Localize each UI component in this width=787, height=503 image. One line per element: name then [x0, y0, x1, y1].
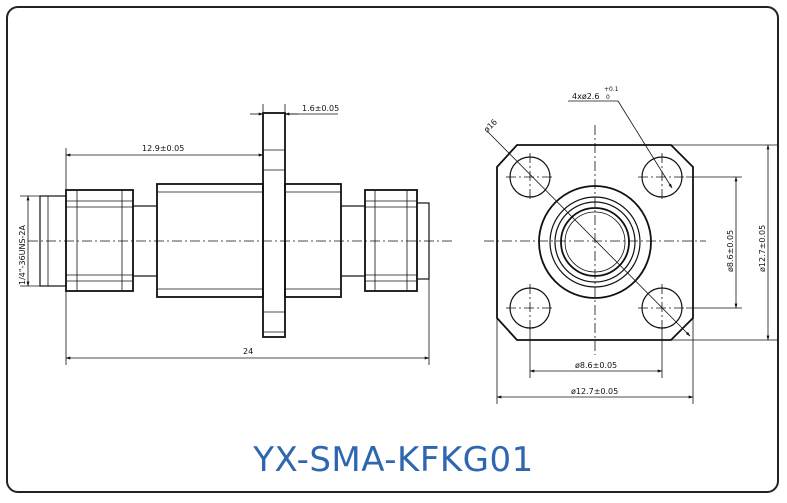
- bore-label: ø16: [482, 117, 499, 134]
- hole-spec-label: 4xø2.6: [572, 92, 599, 101]
- hole-tol-upper: +0.1: [604, 86, 619, 93]
- hole-pitch-v-label: ø8.6±0.05: [726, 230, 735, 272]
- flange-width-label: ø12.7±0.05: [571, 387, 618, 396]
- total-length-label: 24: [243, 347, 253, 356]
- body-length-label: 12.9±0.05: [142, 144, 184, 153]
- flange-height-label: ø12.7±0.05: [758, 225, 767, 272]
- hole-pitch-h-label: ø8.6±0.05: [575, 361, 617, 370]
- flange-thickness-label: 1.6±0.05: [302, 104, 339, 113]
- side-view: 1.6±0.05 12.9±0.05 24 1/4"-36UNS-2A: [18, 104, 455, 365]
- hole-tol-lower: 0: [606, 94, 610, 101]
- part-number-title: YX-SMA-KFKG01: [253, 440, 534, 480]
- front-view: ø16 4xø2.6 +0.1 0 ø8.6±0.05 ø12.7±0.05 ø…: [482, 86, 778, 404]
- thread-label: 1/4"-36UNS-2A: [18, 224, 27, 285]
